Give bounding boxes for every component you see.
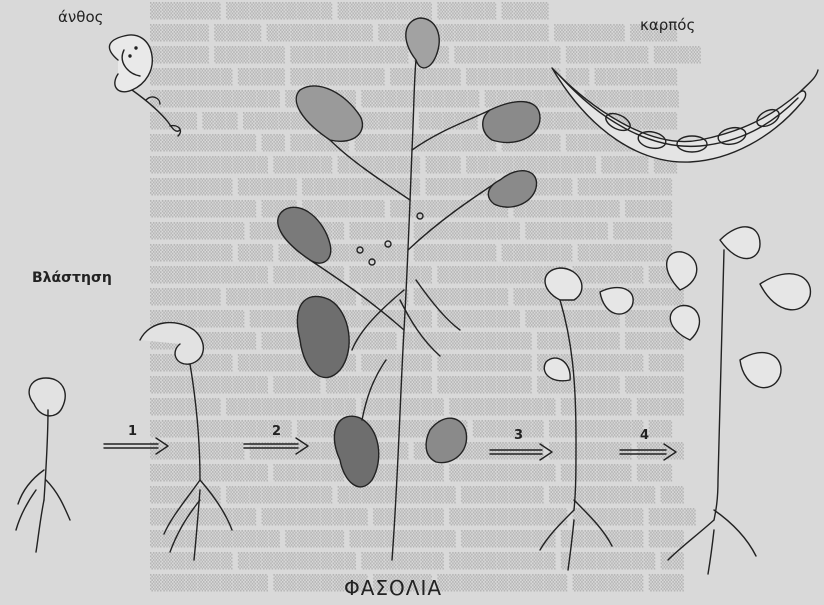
seedling-stage-3 bbox=[667, 227, 811, 574]
seedling-stage-1 bbox=[140, 323, 232, 560]
step-label-2: 2 bbox=[272, 424, 281, 439]
fruit-label: καρπός bbox=[640, 16, 695, 34]
step-label-1: 1 bbox=[128, 424, 137, 439]
seedling-stage-0 bbox=[16, 378, 70, 552]
central-plant-drawing bbox=[278, 18, 540, 560]
flower-label: άνθος bbox=[58, 8, 103, 26]
step-label-3: 3 bbox=[514, 428, 523, 443]
arrow-2 bbox=[244, 438, 308, 454]
step-label-4: 4 bbox=[640, 428, 649, 443]
figure-title: ΦΑΣΟΛΙΑ bbox=[344, 576, 442, 600]
pod-drawing bbox=[552, 68, 818, 162]
arrow-3 bbox=[490, 444, 552, 460]
germination-label: Βλάστηση bbox=[32, 270, 112, 286]
arrow-4 bbox=[620, 444, 676, 460]
flower-drawing bbox=[109, 35, 180, 136]
arrow-1 bbox=[104, 438, 168, 454]
seedling-stage-2 bbox=[540, 268, 633, 570]
